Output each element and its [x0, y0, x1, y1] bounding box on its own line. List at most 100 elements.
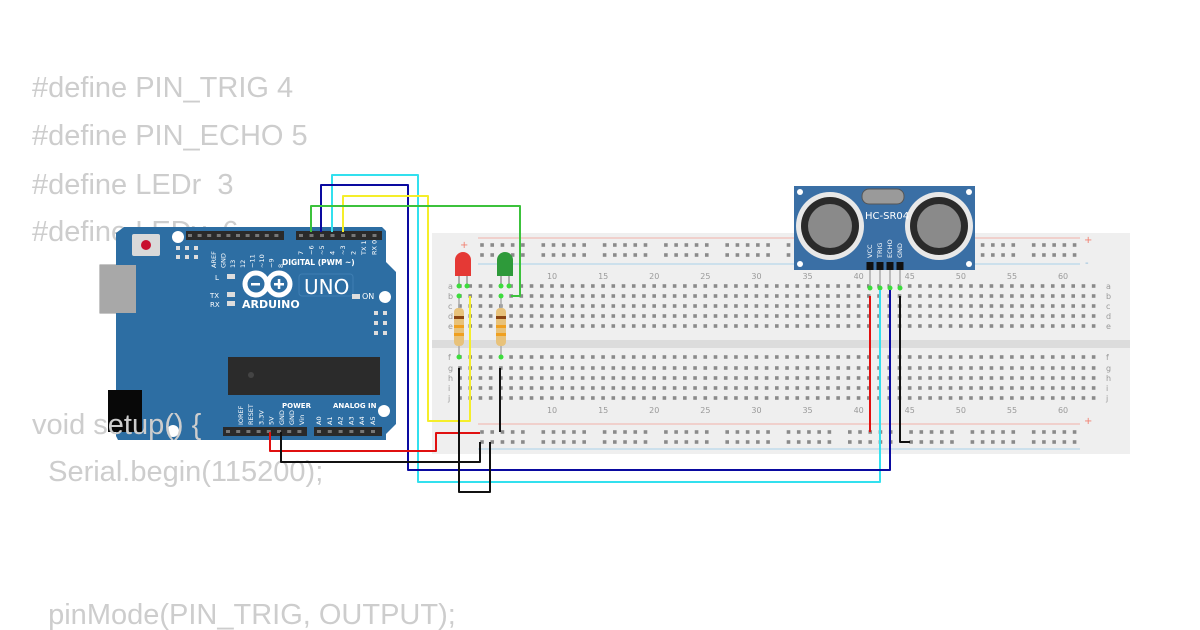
breadboard-hole: [652, 355, 656, 359]
breadboard-hole: [734, 355, 738, 359]
rail-hole: [786, 440, 791, 444]
breadboard-hole: [1030, 376, 1035, 380]
breadboard-hole: [652, 366, 656, 370]
breadboard-hole: [1071, 314, 1075, 318]
breadboard-hole: [570, 355, 575, 359]
rail-hole: [786, 430, 791, 434]
breadboard-hole: [713, 284, 718, 288]
breadboard-hole: [948, 314, 953, 318]
breadboard-hole: [519, 324, 524, 328]
breadboard-hole: [580, 294, 585, 298]
breadboard-hole: [836, 304, 840, 308]
rail-hole: [786, 253, 791, 257]
icsp-pin: [176, 255, 180, 259]
row-letter: b: [1106, 292, 1111, 301]
header-pin: [351, 234, 356, 237]
power-label: POWER: [282, 402, 312, 410]
breadboard-hole: [1061, 314, 1065, 318]
breadboard-hole: [1071, 284, 1075, 288]
breadboard-hole: [1091, 304, 1096, 308]
breadboard-hole: [1061, 284, 1065, 288]
breadboard-hole: [1061, 376, 1065, 380]
rail-hole: [919, 440, 924, 444]
rail-hole: [1011, 430, 1016, 434]
breadboard-hole: [550, 366, 554, 370]
rail-hole: [572, 440, 576, 444]
breadboard-hole: [1010, 366, 1014, 370]
l-led: [227, 274, 235, 279]
header-pin: [207, 234, 212, 237]
breadboard-hole: [999, 396, 1004, 400]
breadboard-hole: [509, 396, 513, 400]
rail-hole: [561, 440, 566, 444]
rail-hole: [725, 253, 729, 257]
breadboard-hole: [754, 355, 759, 359]
rail-hole: [541, 243, 546, 247]
breadboard-hole: [703, 376, 708, 380]
breadboard[interactable]: + + + - 10101515202025253030353540404545…: [432, 233, 1130, 454]
breadboard-hole: [1081, 294, 1086, 298]
breadboard-hole: [621, 396, 626, 400]
wires: [269, 174, 910, 493]
breadboard-hole: [560, 294, 564, 298]
pin-label: A4: [358, 416, 366, 425]
rail-hole: [510, 440, 515, 444]
breadboard-hole: [580, 376, 585, 380]
analog-header: [314, 427, 382, 436]
breadboard-hole: [764, 396, 769, 400]
pin-label: A3: [347, 416, 355, 425]
breadboard-hole: [672, 366, 677, 370]
breadboard-hole: [631, 386, 636, 390]
breadboard-hole: [529, 366, 534, 370]
reset-button-cap[interactable]: [141, 240, 151, 250]
breadboard-hole: [683, 324, 687, 328]
breadboard-hole: [785, 396, 789, 400]
row-letter: d: [448, 312, 453, 321]
breadboard-hole: [662, 376, 667, 380]
breadboard-hole: [754, 294, 759, 298]
breadboard-hole: [1091, 294, 1096, 298]
rail-hole: [551, 430, 556, 434]
breadboard-hole: [580, 304, 585, 308]
breadboard-hole: [1081, 314, 1086, 318]
breadboard-hole: [805, 324, 810, 328]
breadboard-hole: [713, 314, 718, 318]
pin-label: ~5: [318, 245, 326, 255]
rail-hole: [602, 253, 607, 257]
breadboard-hole: [478, 324, 483, 328]
rail-hole: [1072, 243, 1077, 247]
header-pin: [287, 430, 292, 433]
breadboard-hole: [785, 324, 789, 328]
breadboard-hole: [580, 324, 585, 328]
breadboard-hole: [478, 314, 483, 318]
breadboard-hole: [826, 355, 830, 359]
breadboard-hole: [815, 304, 820, 308]
breadboard-hole: [734, 304, 738, 308]
rail-hole: [735, 440, 740, 444]
mounting-hole: [172, 231, 184, 243]
breadboard-hole: [969, 396, 973, 400]
breadboard-hole: [723, 355, 728, 359]
breadboard-hole: [744, 324, 748, 328]
arduino-uno[interactable]: UNO ARDUINO DIGITAL (PWM ~) ON L TX RX P…: [99, 227, 396, 440]
breadboard-hole: [815, 386, 820, 390]
breadboard-hole: [560, 314, 564, 318]
breadboard-hole: [591, 376, 595, 380]
breadboard-hole: [734, 324, 738, 328]
rail-hole: [1062, 440, 1067, 444]
header-pin: [216, 234, 221, 237]
breadboard-hole: [928, 376, 932, 380]
rail-hole: [551, 253, 556, 257]
breadboard-center-channel: [432, 340, 1130, 348]
rail-hole: [817, 440, 821, 444]
column-number: 30: [751, 406, 761, 415]
header-pin: [338, 430, 343, 433]
breadboard-hole: [1050, 355, 1055, 359]
breadboard-hole: [1091, 376, 1096, 380]
breadboard-hole: [846, 376, 851, 380]
breadboard-hole: [928, 284, 932, 288]
crystal: [861, 188, 905, 205]
rail-hole: [1052, 440, 1056, 444]
